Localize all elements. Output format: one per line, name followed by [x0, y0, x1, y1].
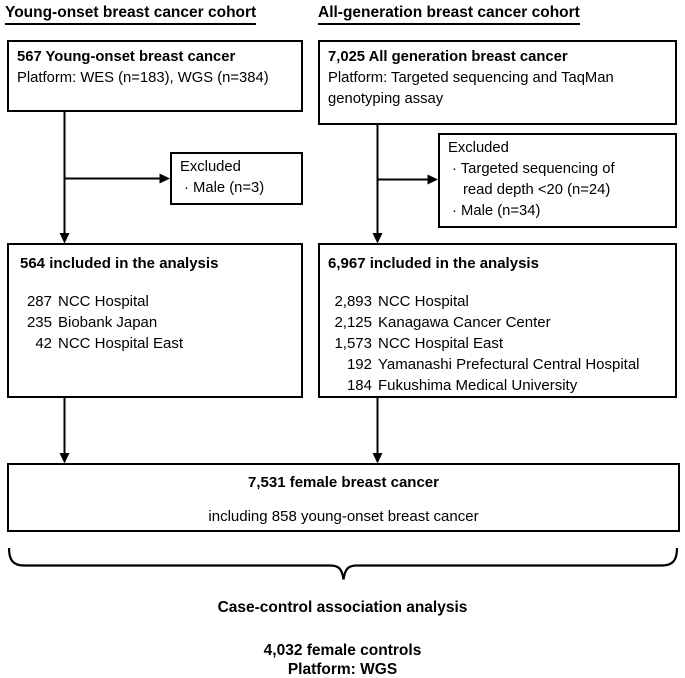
- young-onset-cohort-title-text: Young-onset breast cancer cohort: [5, 4, 257, 25]
- young-onset-cohort-title: Young-onset breast cancer cohort: [5, 4, 257, 25]
- all-generation-initial-headline: 7,025 All generation breast cancer: [328, 49, 568, 65]
- young-onset-initial-headline: 567 Young-onset breast cancer: [17, 49, 236, 65]
- all-generation-excluded-title: Excluded: [448, 140, 509, 156]
- controls-count-label: 4,032 female controls: [263, 642, 422, 659]
- young-onset-excluded-item: · Male (n=3): [184, 180, 265, 196]
- young-onset-excluded-box: Excluded · Male (n=3): [170, 152, 303, 205]
- all-generation-excluded-item-2: · Male (n=34): [452, 203, 541, 219]
- ag-arrowhead-combined: [372, 453, 383, 464]
- young-onset-included-headline: 564 included in the analysis: [20, 255, 219, 272]
- all-generation-included-headline: 6,967 included in the analysis: [328, 255, 539, 272]
- combined-cohort-box: 7,531 female breast cancer including 858…: [7, 463, 680, 532]
- all-generation-initial-box: 7,025 All generation breast cancer Platf…: [318, 40, 677, 125]
- ag-arrowhead-excluded: [427, 174, 438, 185]
- young-onset-initial-box: 567 Young-onset breast cancer Platform: …: [7, 40, 303, 112]
- all-generation-initial-platform: Platform: Targeted sequencing and TaqMan…: [328, 70, 614, 107]
- all-generation-excluded-box: Excluded · Targeted sequencing of read d…: [438, 133, 677, 228]
- young-onset-initial-platform: Platform: WES (n=183), WGS (n=384): [17, 70, 269, 86]
- site-row: 287 NCC Hospital: [20, 291, 293, 312]
- site-name: Fukushima Medical University: [378, 377, 578, 394]
- young-onset-excluded-title: Excluded: [180, 159, 241, 175]
- site-row: 235 Biobank Japan: [20, 312, 293, 333]
- all-generation-cohort-title: All-generation breast cancer cohort: [318, 4, 580, 25]
- all-generation-cohort-title-text: All-generation breast cancer cohort: [318, 4, 580, 25]
- site-row: 192 Yamanashi Prefectural Central Hospita…: [328, 354, 667, 375]
- ag-arrowhead-included: [372, 233, 383, 244]
- site-row: 2,125 Kanagawa Cancer Center: [328, 312, 667, 333]
- site-count: 235: [26, 314, 52, 331]
- site-name: Yamanashi Prefectural Central Hospital: [378, 356, 640, 373]
- site-count: 1,573: [334, 335, 372, 352]
- site-row: 1,573 NCC Hospital East: [328, 333, 667, 354]
- yo-arrowhead-included: [59, 233, 70, 244]
- site-count: 192: [346, 356, 372, 373]
- site-name: Biobank Japan: [58, 314, 158, 331]
- site-count: 2,125: [334, 314, 372, 331]
- combined-headline: 7,531 female breast cancer: [248, 474, 439, 491]
- combined-note: including 858 young-onset breast cancer: [208, 508, 479, 525]
- case-control-analysis-label: Case-control association analysis: [217, 599, 468, 616]
- site-count: 184: [346, 377, 372, 394]
- all-generation-excluded-item-1-cont: read depth <20 (n=24): [463, 182, 611, 198]
- yo-arrowhead-combined: [59, 453, 70, 464]
- controls-platform-label: Platform: WGS: [287, 661, 398, 678]
- site-count: 287: [26, 293, 52, 310]
- site-name: NCC Hospital East: [58, 335, 184, 352]
- site-name: Kanagawa Cancer Center: [378, 314, 551, 331]
- site-row: 184 Fukushima Medical University: [328, 375, 667, 396]
- all-generation-excluded-item-1: · Targeted sequencing of: [452, 161, 615, 177]
- site-row: 2,893 NCC Hospital: [328, 291, 667, 312]
- site-count: 42: [35, 335, 52, 352]
- brace: [7, 547, 679, 580]
- site-name: NCC Hospital: [378, 293, 469, 310]
- yo-arrowhead-excluded: [159, 173, 170, 184]
- site-name: NCC Hospital East: [378, 335, 504, 352]
- site-name: NCC Hospital: [58, 293, 149, 310]
- site-row: 42 NCC Hospital East: [20, 333, 293, 354]
- site-count: 2,893: [334, 293, 372, 310]
